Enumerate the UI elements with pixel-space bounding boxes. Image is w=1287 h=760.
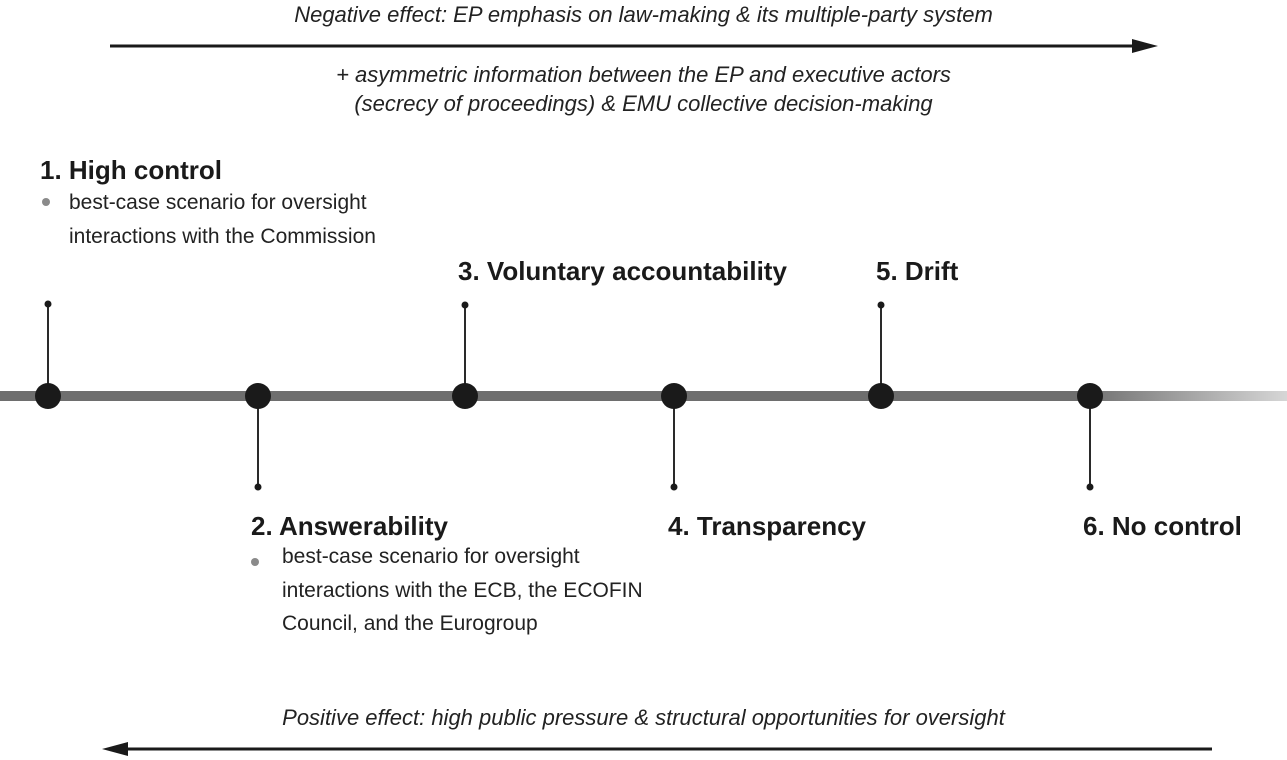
stage-2-label: 2. Answerability: [251, 511, 448, 541]
stage-3-label: 3. Voluntary accountability: [458, 256, 787, 286]
stage-1-label: 1. High control: [40, 155, 222, 185]
stage-1-marker: [35, 300, 61, 409]
stage-4-label: 4. Transparency: [668, 511, 866, 541]
stage-6-label: 6. No control: [1083, 511, 1242, 541]
stage-1-bullet-dot: [42, 198, 50, 206]
stage-2-marker: [245, 383, 271, 491]
stage-2-bullet: best-case scenario for oversight interac…: [282, 545, 643, 635]
top-note-headline: Negative effect: EP emphasis on law-maki…: [294, 2, 993, 27]
top-note-line-1: + asymmetric information between the EP …: [336, 62, 951, 87]
stage-6-marker: [1077, 383, 1103, 491]
top-note-line-2: (secrecy of proceedings) & EMU collectiv…: [354, 91, 933, 116]
top-arrow: [110, 39, 1158, 53]
stage-3-marker: [452, 301, 478, 409]
stage-5-marker: [868, 301, 894, 409]
stage-5-label: 5. Drift: [876, 256, 959, 286]
bottom-arrow: [102, 742, 1212, 756]
continuum-axis: [0, 391, 1287, 401]
stage-4-marker: [661, 383, 687, 491]
stage-1-bullet: best-case scenario for oversight interac…: [69, 191, 376, 248]
bottom-note-headline: Positive effect: high public pressure & …: [282, 705, 1005, 730]
stage-2-bullet-dot: [251, 558, 259, 566]
